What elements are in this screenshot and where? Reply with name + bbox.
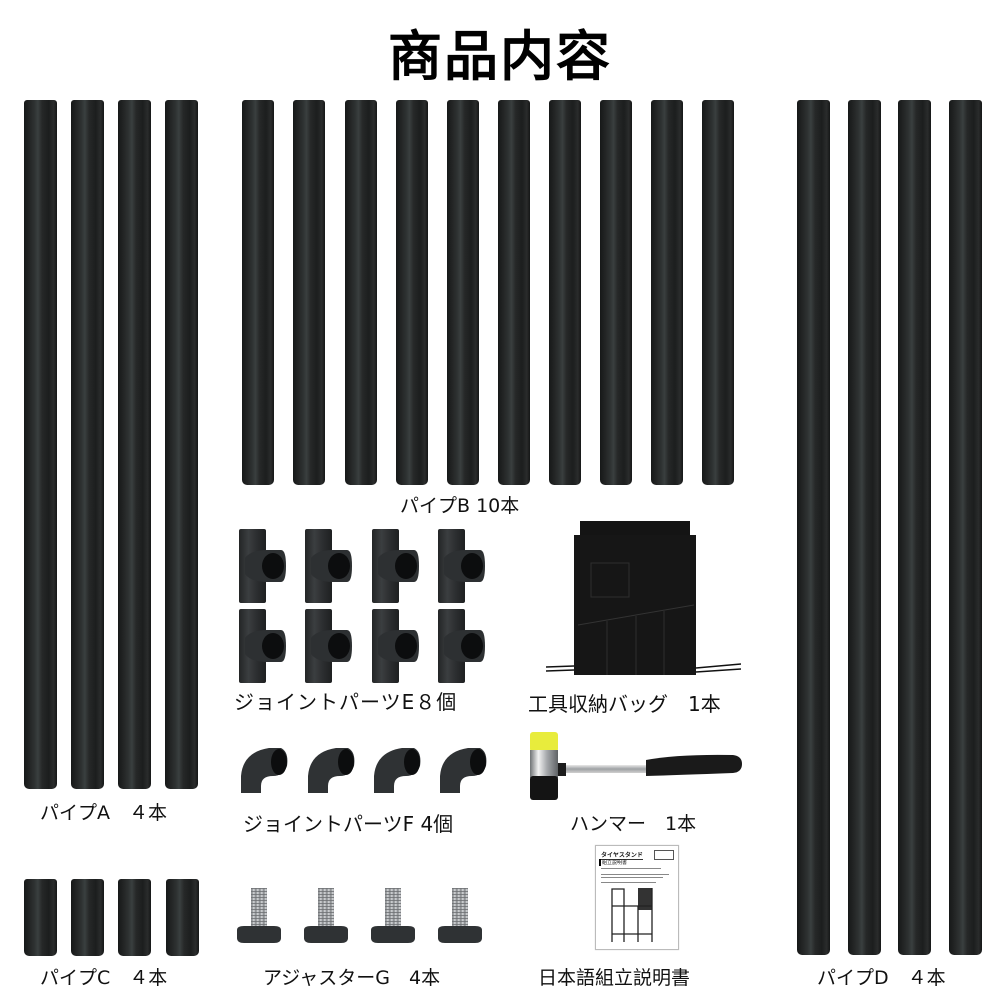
adjuster-foot-icon	[304, 888, 348, 943]
tee-joint-icon	[305, 529, 352, 603]
pipe-c-label: パイプC ４本	[40, 967, 168, 989]
elbow-joint-icon	[440, 748, 487, 793]
adjuster-foot-icon	[438, 888, 482, 943]
pipe-b	[702, 100, 734, 485]
adjuster-foot-icon	[371, 888, 415, 943]
tee-joint-icon	[239, 609, 286, 683]
pipe-c	[24, 879, 57, 956]
hammer-label: ハンマー 1本	[570, 813, 697, 835]
manual-badge	[654, 850, 674, 860]
pipe-b	[447, 100, 479, 485]
pipe-b	[242, 100, 274, 485]
manual-text-line	[601, 877, 663, 878]
hammer-icon	[530, 732, 742, 800]
elbow-joint-icon	[374, 748, 421, 793]
manual-doc-subtitle: 組立説明書	[599, 859, 627, 866]
pipe-d	[898, 100, 931, 955]
pipe-d	[949, 100, 982, 955]
joint-e-label: ジョイントパーツE８個	[234, 690, 458, 714]
manual-label: 日本語組立説明書	[538, 967, 691, 989]
elbow-joint-icon	[241, 748, 288, 793]
pipe-a	[71, 100, 104, 789]
pipe-a	[118, 100, 151, 789]
tee-joint-icon	[372, 529, 419, 603]
manual-doc-title: タイヤスタンド	[601, 852, 643, 860]
elbow-joint-icon	[308, 748, 355, 793]
pipe-d	[848, 100, 881, 955]
pipe-b	[345, 100, 377, 485]
tee-joint-icon	[372, 609, 419, 683]
pipe-b	[651, 100, 683, 485]
page-title: 商品内容	[388, 25, 612, 88]
manual-text-line	[601, 874, 669, 875]
rack-illustration-icon	[611, 888, 653, 942]
tee-joint-icon	[305, 609, 352, 683]
pipe-a	[165, 100, 198, 789]
pipe-c	[71, 879, 104, 956]
tee-joint-icon	[438, 529, 485, 603]
pipe-c	[118, 879, 151, 956]
tee-joint-icon	[239, 529, 286, 603]
pipe-b	[396, 100, 428, 485]
adjuster-foot-icon	[237, 888, 281, 943]
pipe-b-label: パイプB 10本	[400, 495, 520, 517]
manual-text-line	[601, 868, 661, 869]
pipe-b	[293, 100, 325, 485]
tool-bag-icon	[546, 521, 741, 675]
pipe-b	[549, 100, 581, 485]
pipe-d-label: パイプD ４本	[817, 967, 946, 989]
joint-f-label: ジョイントパーツF 4個	[243, 812, 454, 836]
pipe-a	[24, 100, 57, 789]
pipe-c	[166, 879, 199, 956]
pipe-b	[600, 100, 632, 485]
pipe-a-label: パイプA ４本	[40, 802, 167, 824]
pipe-b	[498, 100, 530, 485]
adjuster-g-label: アジャスターG 4本	[263, 967, 441, 989]
tee-joint-icon	[438, 609, 485, 683]
tool-bag-label: 工具収納バッグ 1本	[528, 692, 721, 716]
manual-document: タイヤスタンド 組立説明書	[595, 845, 679, 950]
manual-text-line	[601, 882, 656, 883]
pipe-d	[797, 100, 830, 955]
